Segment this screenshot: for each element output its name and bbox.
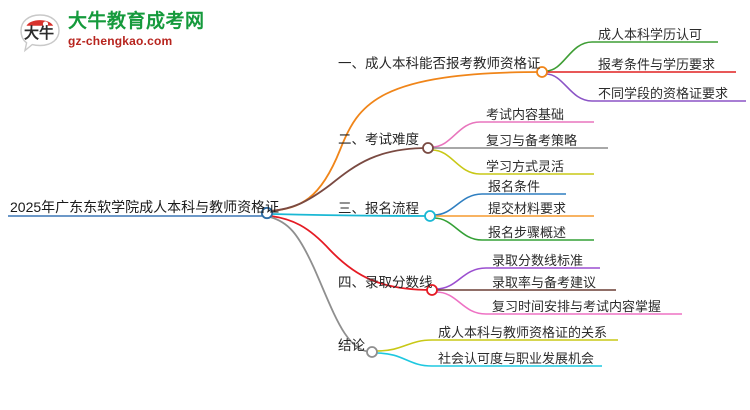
branch-node-2: [422, 142, 434, 154]
leaf-wire-5-1: [375, 339, 433, 352]
branch-node-4: [426, 284, 438, 296]
leaf-label-3-3: 报名步骤概述: [488, 225, 567, 240]
leaf-label-1-2: 报考条件与学历要求: [598, 57, 716, 72]
leaf-wire-5-2: [375, 352, 433, 367]
root-node: [260, 206, 274, 220]
leaf-label-3-1: 报名条件: [488, 179, 541, 194]
site-logo: 大牛 大牛教育成考网 gz-chengkao.com: [18, 10, 218, 56]
leaf-wire-4-3: [435, 291, 487, 315]
leaf-wire-3-1: [433, 193, 483, 216]
leaf-label-2-2: 复习与备考策略: [486, 133, 578, 148]
leaf-wire-2-3: [431, 149, 481, 175]
branch-label-5: 结论: [338, 338, 365, 353]
svg-text:大牛: 大牛: [24, 24, 54, 42]
logo-title: 大牛教育成考网: [68, 11, 205, 32]
leaf-wire-1-1: [545, 41, 593, 72]
branch-label-4: 四、录取分数线: [338, 275, 433, 290]
leaf-label-5-1: 成人本科与教师资格证的关系: [438, 325, 608, 340]
leaf-label-1-1: 成人本科学历认可: [598, 27, 703, 42]
leaf-label-5-2: 社会认可度与职业发展机会: [438, 351, 595, 366]
branch-label-3: 三、报名流程: [338, 201, 419, 216]
branch-label-2: 二、考试难度: [338, 132, 419, 147]
branch-wire-3: [271, 213, 431, 217]
leaf-label-4-2: 录取率与备考建议: [492, 275, 597, 290]
branch-node-3: [424, 210, 436, 222]
leaf-label-2-3: 学习方式灵活: [486, 159, 565, 174]
branch-node-1: [536, 66, 548, 78]
branch-wire-5: [269, 216, 373, 353]
leaf-label-3-2: 提交材料要求: [488, 201, 567, 216]
logo-subtitle: gz-chengkao.com: [68, 34, 173, 48]
leaf-label-4-1: 录取分数线标准: [492, 253, 584, 268]
leaf-label-1-3: 不同学段的资格证要求: [598, 86, 729, 101]
speech-bubble-logo-icon: 大牛: [20, 14, 60, 53]
branch-node-5: [366, 346, 378, 358]
leaf-wire-4-1: [435, 267, 487, 290]
leaf-wire-3-3: [433, 217, 483, 241]
leaf-label-4-3: 复习时间安排与考试内容掌握: [492, 299, 662, 314]
branch-wire-4: [270, 215, 433, 291]
branch-label-1: 一、成人本科能否报考教师资格证: [338, 56, 541, 71]
root-label: 2025年广东东软学院成人本科与教师资格证: [10, 199, 280, 215]
leaf-wire-2-1: [431, 121, 481, 148]
branch-wire-2: [270, 147, 429, 212]
leaf-wire-1-3: [545, 73, 593, 102]
leaf-label-2-1: 考试内容基础: [486, 107, 565, 122]
